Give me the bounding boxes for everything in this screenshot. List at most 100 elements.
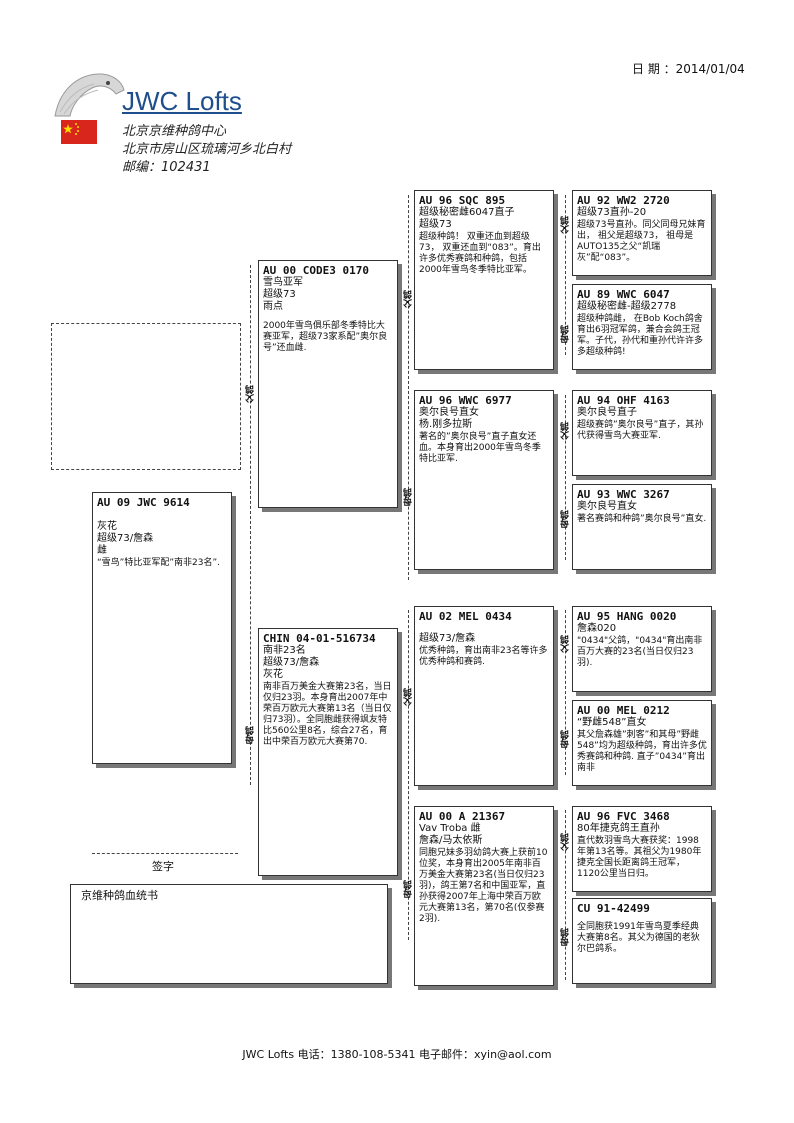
info-line: 奥尔良号直子: [577, 407, 637, 418]
ring-number: CU 91-42499: [577, 902, 650, 915]
pigeon-logo: [50, 68, 130, 120]
info-line: “野雌548”直女: [577, 717, 647, 728]
description: 超级种鸽雌， 在Bob Koch鸽舍育出6羽冠军鸽，兼合会鸽王冠军。子代，孙代和…: [577, 314, 704, 357]
mff-card: AU 95 HANG 0020 詹森020 "0434"父鸽，"0434"育出南…: [572, 606, 712, 692]
description: 优秀种鸽，育出南非23名等许多优秀种鸽和赛鸽.: [419, 646, 548, 667]
connector-line: [565, 395, 566, 560]
info-line: Vav Troba 雌: [419, 823, 481, 834]
ring-number: AU 02 MEL 0434: [419, 610, 512, 623]
info-line: 超级秘密雌6047直子: [419, 207, 515, 218]
signature-line: [92, 853, 238, 854]
subject-card: AU 09 JWC 9614 灰花 超级73/詹森 雌 “雪鸟”特比亚军配”南非…: [92, 492, 232, 764]
certificate-title: 京维种鸽血统书: [81, 889, 158, 902]
dam-dam-card: AU 00 A 21367 Vav Troba 雌 詹森/马太依斯 同胞兄妹多羽…: [414, 806, 554, 986]
father-label: 父鸽: [561, 635, 571, 653]
ring-number: AU 09 JWC 9614: [97, 496, 190, 509]
info-line: 詹森/马太依斯: [419, 835, 483, 846]
info-line: 詹森020: [577, 623, 617, 634]
ring-number: AU 92 WW2 2720: [577, 194, 670, 207]
dam-sire-card: AU 02 MEL 0434 超级73/詹森 优秀种鸽，育出南非23名等许多优秀…: [414, 606, 554, 786]
info-line: 超级73/詹森: [419, 633, 476, 644]
fmm-card: AU 93 WWC 3267 奥尔良号直女 著名赛鸽和种鸽”奥尔良号”直女.: [572, 484, 712, 570]
mother-card: CHIN 04-01-516734 南非23名 超级73/詹森 灰花 南非百万美…: [258, 628, 398, 876]
mmf-card: AU 96 FVC 3468 80年捷克鸽王直孙 直代数羽雪鸟大赛获奖：1998…: [572, 806, 712, 892]
info-line: 超级秘密雌-超级2778: [577, 301, 677, 312]
mother-label: 母鸽: [246, 726, 256, 744]
photo-placeholder: [51, 323, 241, 470]
info-line: 灰花: [97, 521, 117, 532]
fmf-card: AU 94 OHF 4163 奥尔良号直子 超级赛鸽”奥尔良号”直子，其孙代获得…: [572, 390, 712, 476]
ring-number: AU 89 WWC 6047: [577, 288, 670, 301]
info-line: 雌: [97, 545, 107, 556]
connector-line: [565, 810, 566, 980]
loft-title: JWC Lofts: [122, 86, 242, 116]
ring-number: AU 96 SQC 895: [419, 194, 506, 207]
description: 著名的”奥尔良号”直子直女还血。本身育出2000年雪鸟冬季特比亚军.: [419, 432, 541, 464]
info-line: [97, 509, 227, 521]
loft-name-cn: 北京京维种鸽中心: [122, 124, 227, 139]
info-line: [419, 623, 549, 633]
description: "0434"父鸽，"0434"育出南非百万大赛的23名(当日仅归23羽).: [577, 636, 703, 668]
connector-line: [408, 195, 409, 580]
info-line: 超级73直孙-20: [577, 207, 647, 218]
info-line: 雪鸟亚军: [263, 277, 303, 288]
mother-label: 母鸽: [561, 928, 571, 946]
china-flag-icon: [61, 120, 97, 144]
mmm-card: CU 91-42499 全同胞获1991年雪鸟夏季经典大赛第8名。其父为德国的老…: [572, 898, 712, 984]
certificate-box: 京维种鸽血统书: [70, 884, 388, 984]
ring-number: AU 00 A 21367: [419, 810, 506, 823]
description: 直代数羽雪鸟大赛获奖：1998年第13名等。其祖父为1980年捷克全国长距离鸽王…: [577, 836, 702, 879]
info-line: 超级73: [419, 219, 452, 230]
description: 2000年雪鸟俱乐部冬季特比大赛亚军，超级73家系配”奥尔良号”还血雌.: [263, 321, 388, 353]
ring-number: AU 96 WWC 6977: [419, 394, 512, 407]
signature-label: 签字: [152, 860, 174, 873]
connector-line: [565, 195, 566, 355]
sire-sire-card: AU 96 SQC 895 超级秘密雌6047直子 超级73 超级种鸽！ 双重还…: [414, 190, 554, 370]
info-line: 超级73: [263, 289, 296, 300]
info-line: 杨.刚多拉斯: [419, 419, 473, 430]
ring-number: CHIN 04-01-516734: [263, 632, 376, 645]
info-line: 超级73/詹森: [97, 533, 154, 544]
father-card: AU 00 CODE3 0170 雪鸟亚军 超级73 雨点 2000年雪鸟俱乐部…: [258, 260, 398, 508]
mother-label: 母鸽: [561, 325, 571, 343]
father-label: 父鸽: [561, 422, 571, 440]
connector-line: [250, 265, 251, 785]
description: 同胞兄妹多羽幼鸽大赛上获前10位奖，本身育出2005年南非百万美金大赛第23名(…: [419, 848, 548, 924]
info-line: [577, 915, 707, 921]
description: 超级种鸽！ 双重还血到超级73， 双重还血到“083”。育出许多优秀赛鸽和种鸽，…: [419, 232, 541, 275]
ring-number: AU 00 CODE3 0170: [263, 264, 369, 277]
ring-number: AU 96 FVC 3468: [577, 810, 670, 823]
father-label: 父鸽: [561, 216, 571, 234]
description: 南非百万美金大赛第23名，当日仅归23羽。本身育出2007年中荣百万欧元大赛第1…: [263, 682, 392, 747]
ring-number: AU 95 HANG 0020: [577, 610, 677, 623]
description: 超级赛鸽”奥尔良号”直子，其孙代获得雪鸟大赛亚军.: [577, 420, 704, 441]
father-label: 父鸽: [246, 385, 256, 403]
description: 著名赛鸽和种鸽”奥尔良号”直女.: [577, 514, 707, 524]
info-line: 80年捷克鸽王直孙: [577, 823, 660, 834]
info-line: 南非23名: [263, 645, 306, 656]
description: 其父詹森雄”刺客”和其母”野雌548”均为超级种鸽，育出许多优秀赛鸽和种鸽. 直…: [577, 730, 707, 773]
ring-number: AU 00 MEL 0212: [577, 704, 670, 717]
info-line: 雨点: [263, 301, 283, 312]
fff-card: AU 92 WW2 2720 超级73直孙-20 超级73号直孙。同父同母兄妹育…: [572, 190, 712, 276]
ring-number: AU 94 OHF 4163: [577, 394, 670, 407]
connector-line: [565, 610, 566, 775]
info-line: 奥尔良号直女: [577, 501, 637, 512]
mother-label: 母鸽: [561, 510, 571, 528]
mfm-card: AU 00 MEL 0212 “野雌548”直女 其父詹森雄”刺客”和其母”野雌…: [572, 700, 712, 786]
ffm-card: AU 89 WWC 6047 超级秘密雌-超级2778 超级种鸽雌， 在Bob …: [572, 284, 712, 370]
date-label: 日 期 ：2014/01/04: [632, 62, 745, 76]
loft-postcode: 邮编：102431: [122, 160, 211, 175]
footer-contact: JWC Lofts 电话：1380-108-5341 电子邮件：xyin@aol…: [242, 1048, 552, 1061]
info-line: 灰花: [263, 669, 283, 680]
description: 全同胞获1991年雪鸟夏季经典大赛第8名。其父为德国的老狄尔巴鸽系。: [577, 922, 700, 954]
info-line: 奥尔良号直女: [419, 407, 479, 418]
ring-number: AU 93 WWC 3267: [577, 488, 670, 501]
sire-dam-card: AU 96 WWC 6977 奥尔良号直女 杨.刚多拉斯 著名的”奥尔良号”直子…: [414, 390, 554, 570]
loft-address: 北京市房山区琉璃河乡北白村: [122, 142, 292, 157]
father-label: 父鸽: [561, 833, 571, 851]
mother-label: 母鸽: [561, 730, 571, 748]
connector-line: [408, 610, 409, 940]
description: “雪鸟”特比亚军配”南非23名”.: [97, 558, 220, 568]
info-line: 超级73/詹森: [263, 657, 320, 668]
